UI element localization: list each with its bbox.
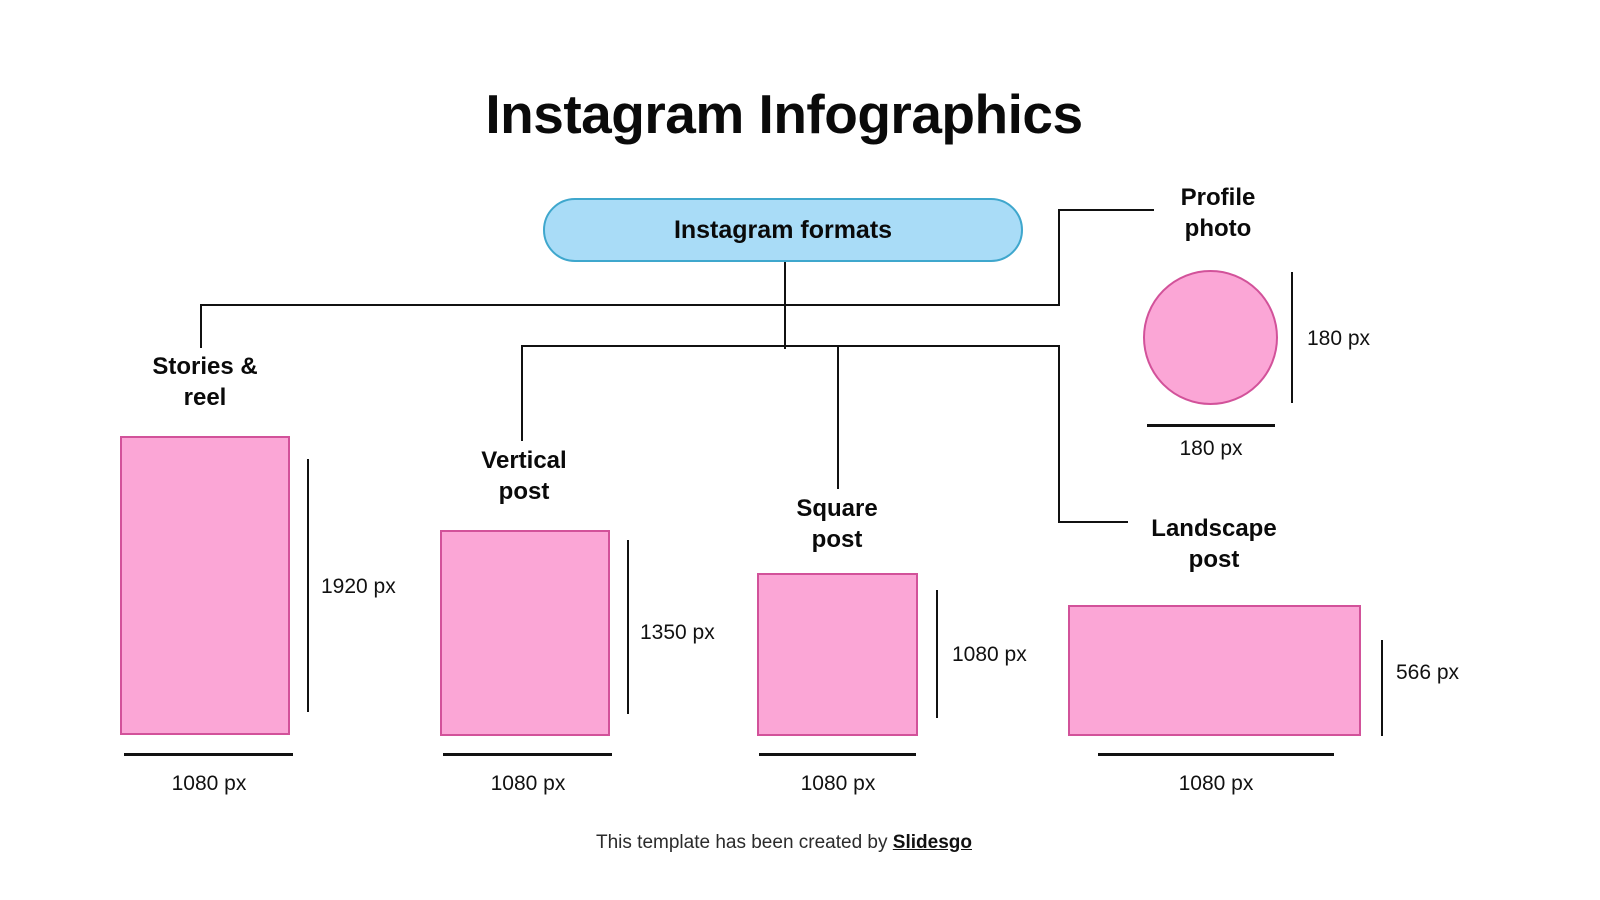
dim-label-landscape-post-width: 1080 px — [1178, 772, 1254, 795]
connector-stories-drop — [200, 304, 202, 348]
dim-line-profile-photo-height — [1291, 272, 1293, 403]
connector-level1-bar — [200, 304, 1060, 306]
connector-landscape-arm — [1058, 521, 1128, 523]
dim-line-square-post-width — [759, 753, 916, 756]
connector-profile-arm — [1058, 209, 1154, 211]
dim-label-landscape-post-height: 566 px — [1396, 661, 1460, 684]
label-square-post: Square post — [796, 495, 878, 553]
label-landscape-post: Landscape post — [1151, 515, 1277, 573]
dim-line-landscape-post-width — [1098, 753, 1334, 756]
slidesgo-link[interactable]: Slidesgo — [892, 832, 972, 853]
dim-label-vertical-post-width: 1080 px — [490, 772, 566, 795]
label-profile-photo: Profile photo — [1180, 184, 1256, 242]
page-title: Instagram Infographics — [485, 83, 1083, 145]
shape-landscape-post — [1068, 605, 1361, 736]
dim-label-square-post-width: 1080 px — [800, 772, 876, 795]
dim-label-profile-photo-width: 180 px — [1179, 437, 1243, 460]
connector-vertical-drop — [521, 345, 523, 441]
dim-label-vertical-post-height: 1350 px — [640, 621, 715, 644]
root-node-label: Instagram formats — [673, 215, 893, 244]
shape-profile-photo — [1143, 270, 1278, 405]
root-node-instagram-formats[interactable]: Instagram formats — [543, 198, 1023, 262]
dim-line-landscape-post-height — [1381, 640, 1383, 736]
dim-label-square-post-height: 1080 px — [952, 643, 1027, 666]
shape-square-post — [757, 573, 918, 736]
connector-square-drop — [837, 345, 839, 489]
dim-line-profile-photo-width — [1147, 424, 1275, 427]
footer-credit: This template has been created by Slides… — [0, 832, 1568, 854]
shape-vertical-post — [440, 530, 610, 736]
connector-landscape-drop — [1058, 345, 1060, 523]
dim-label-stories-reel-width: 1080 px — [171, 772, 247, 795]
footer-text: This template has been created by — [596, 832, 893, 853]
dim-line-stories-reel-height — [307, 459, 309, 712]
connector-profile-riser — [1058, 209, 1060, 306]
dim-line-vertical-post-width — [443, 753, 612, 756]
dim-label-stories-reel-height: 1920 px — [321, 575, 396, 598]
connector-level2-bar — [521, 345, 1060, 347]
dim-label-profile-photo-height: 180 px — [1307, 327, 1371, 350]
dim-line-stories-reel-width — [124, 753, 293, 756]
label-vertical-post: Vertical post — [481, 447, 567, 505]
shape-stories-reel — [120, 436, 290, 735]
label-stories-reel: Stories & reel — [152, 353, 258, 411]
dim-line-vertical-post-height — [627, 540, 629, 714]
dim-line-square-post-height — [936, 590, 938, 718]
